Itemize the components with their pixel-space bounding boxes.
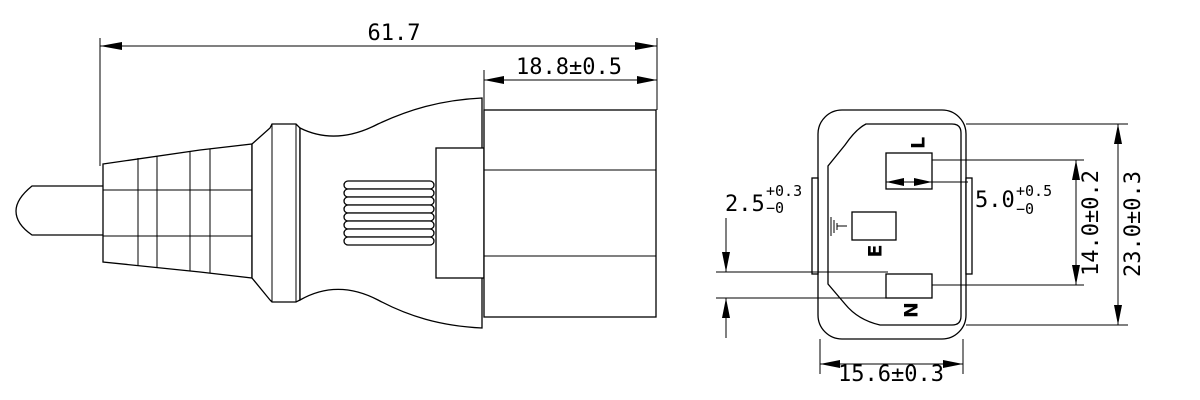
pin-width-label: 5.0 (975, 188, 1015, 213)
pin-width-tol-plus: +0.5 (1016, 182, 1052, 200)
front-view-dimensions: 2.5 +0.3 −0 5.0 +0.5 −0 14.0±0.2 23.0±0.… (716, 123, 1146, 387)
pin-spacing-tol-plus: +0.3 (766, 182, 802, 200)
ground-symbol-icon (830, 217, 847, 236)
inner-height-label: 14.0±0.2 (1079, 170, 1104, 276)
side-view-dimensions: 61.7 18.8±0.5 (99, 21, 658, 166)
strain-relief-boot (102, 143, 253, 279)
pin-earth (851, 211, 897, 241)
pin-spacing-label: 2.5 (725, 192, 765, 217)
pin-width-tol-minus: −0 (1016, 200, 1034, 218)
collar-ring (251, 123, 301, 303)
pin-neutral (885, 273, 933, 299)
pin-label-neutral: N (901, 302, 923, 318)
face-width-label: 15.6±0.3 (838, 362, 944, 387)
overall-length-label: 61.7 (368, 21, 421, 46)
outer-height-label: 23.0±0.3 (1121, 171, 1146, 277)
pin-label-earth: E (865, 245, 887, 258)
grip-ridges (343, 180, 435, 246)
head-length-label: 18.8±0.5 (516, 55, 622, 80)
pin-line (885, 152, 933, 190)
cable (15, 185, 103, 236)
body-step (435, 147, 485, 279)
pin-label-line: L (908, 137, 930, 149)
side-view (15, 97, 657, 329)
face-recess (827, 123, 962, 326)
connector-head (483, 109, 657, 318)
pin-spacing-tol-minus: −0 (766, 199, 784, 217)
front-view: L E N (811, 109, 973, 340)
